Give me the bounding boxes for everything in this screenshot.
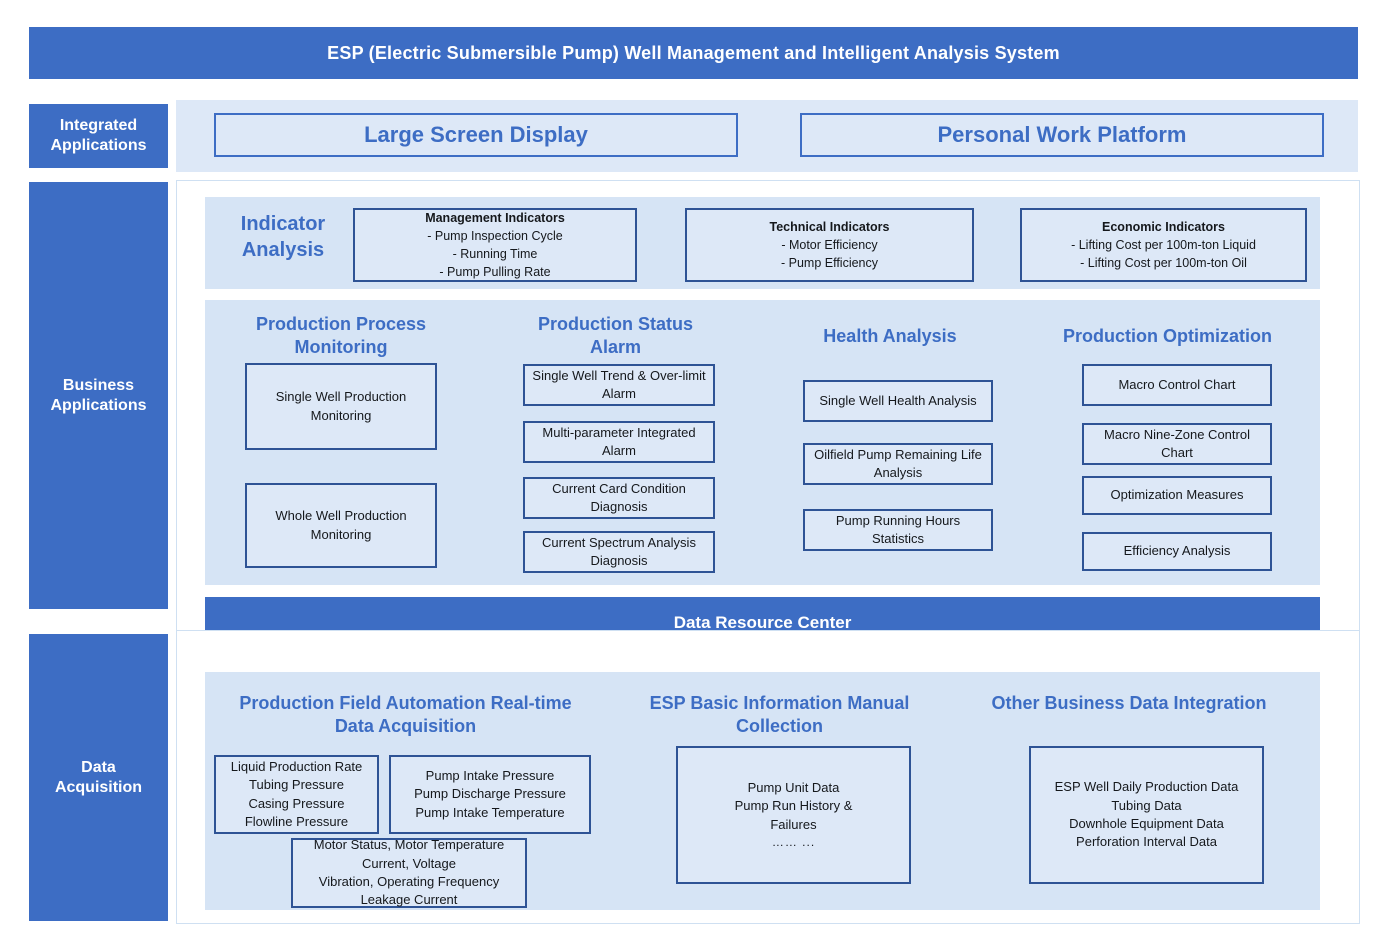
box-management-indicators[interactable]: Management Indicators - Pump Inspection … [353, 208, 637, 282]
box-pump-pressures-temperature[interactable]: Pump Intake Pressure Pump Discharge Pres… [389, 755, 591, 834]
data-item-ellipsis: …… ... [771, 835, 816, 850]
box-single-well-trend-alarm[interactable]: Single Well Trend & Over-limit Alarm [523, 364, 715, 406]
data-item: Leakage Current [360, 892, 458, 908]
management-indicator-item: - Pump Inspection Cycle [427, 228, 563, 243]
box-current-card-condition-diagnosis[interactable]: Current Card Condition Diagnosis [523, 477, 715, 519]
data-item: Failures [770, 816, 817, 832]
economic-indicators-header: Economic Indicators [1102, 219, 1225, 234]
box-optimization-measures[interactable]: Optimization Measures [1082, 476, 1272, 515]
box-motor-electrical-parameters[interactable]: Motor Status, Motor Temperature Current,… [291, 837, 527, 908]
box-single-well-production-monitoring[interactable]: Single Well Production Monitoring [245, 363, 437, 450]
box-personal-work-platform[interactable]: Personal Work Platform [800, 113, 1324, 157]
box-macro-control-chart[interactable]: Macro Control Chart [1082, 364, 1272, 406]
column-title-production-optimization: Production Optimization [1063, 326, 1272, 346]
data-item: Flowline Pressure [244, 813, 349, 829]
technical-indicator-item: - Pump Efficiency [780, 256, 879, 271]
box-current-spectrum-analysis-diagnosis[interactable]: Current Spectrum Analysis Diagnosis [523, 531, 715, 573]
economic-indicator-item: - Lifting Cost per 100m-ton Liquid [1071, 237, 1256, 252]
technical-indicators-header: Technical Indicators [769, 219, 890, 234]
data-item: Perforation Interval Data [1076, 834, 1217, 850]
column-title-production-process-monitoring: Production Process Monitoring [255, 314, 427, 358]
column-title-health-analysis: Health Analysis [823, 326, 957, 346]
box-technical-indicators[interactable]: Technical Indicators - Motor Efficiency … [685, 208, 974, 282]
data-item: Pump Run History & [734, 798, 853, 814]
data-item: Tubing Pressure [249, 777, 344, 793]
data-item: Pump Unit Data [747, 779, 840, 795]
box-macro-nine-zone-control-chart[interactable]: Macro Nine-Zone Control Chart [1082, 423, 1272, 465]
data-item: ESP Well Daily Production Data [1054, 779, 1239, 795]
box-oilfield-pump-remaining-life-analysis[interactable]: Oilfield Pump Remaining Life Analysis [803, 443, 993, 485]
column-title-other-business-data: Other Business Data Integration [991, 693, 1267, 713]
data-item: Current, Voltage [362, 855, 456, 871]
column-title-production-status-alarm: Production Status Alarm [537, 314, 693, 358]
economic-indicator-item: - Lifting Cost per 100m-ton Oil [1080, 256, 1247, 271]
column-title-esp-basic-information: ESP Basic Information Manual Collection [649, 693, 910, 737]
technical-indicator-item: - Motor Efficiency [781, 237, 878, 252]
data-item: Casing Pressure [248, 795, 345, 811]
data-item: Vibration, Operating Frequency [318, 874, 500, 889]
box-large-screen-display[interactable]: Large Screen Display [214, 113, 738, 157]
box-economic-indicators[interactable]: Economic Indicators - Lifting Cost per 1… [1020, 208, 1307, 282]
box-single-well-health-analysis[interactable]: Single Well Health Analysis [803, 380, 993, 422]
box-other-business-data[interactable]: ESP Well Daily Production Data Tubing Da… [1029, 746, 1264, 884]
data-item: Pump Intake Temperature [415, 804, 565, 820]
box-whole-well-production-monitoring[interactable]: Whole Well Production Monitoring [245, 483, 437, 568]
management-indicators-header: Management Indicators [425, 210, 565, 225]
column-title-production-field-automation: Production Field Automation Real-time Da… [239, 693, 572, 737]
data-item: Tubing Data [1111, 797, 1182, 813]
data-item: Pump Intake Pressure [425, 767, 555, 783]
box-efficiency-analysis[interactable]: Efficiency Analysis [1082, 532, 1272, 571]
box-multi-parameter-integrated-alarm[interactable]: Multi-parameter Integrated Alarm [523, 421, 715, 463]
box-production-rate-pressures[interactable]: Liquid Production Rate Tubing Pressure C… [214, 755, 379, 834]
management-indicator-item: - Pump Pulling Rate [439, 265, 551, 280]
management-indicator-item: - Running Time [452, 247, 538, 261]
data-item: Pump Discharge Pressure [414, 786, 566, 802]
data-item: Liquid Production Rate [230, 758, 363, 774]
data-item: Motor Status, Motor Temperature [313, 837, 505, 853]
box-pump-unit-manual-data[interactable]: Pump Unit Data Pump Run History & Failur… [676, 746, 911, 884]
system-title-banner: ESP (Electric Submersible Pump) Well Man… [29, 27, 1358, 79]
box-pump-running-hours-statistics[interactable]: Pump Running Hours Statistics [803, 509, 993, 551]
data-item: Downhole Equipment Data [1069, 816, 1224, 831]
